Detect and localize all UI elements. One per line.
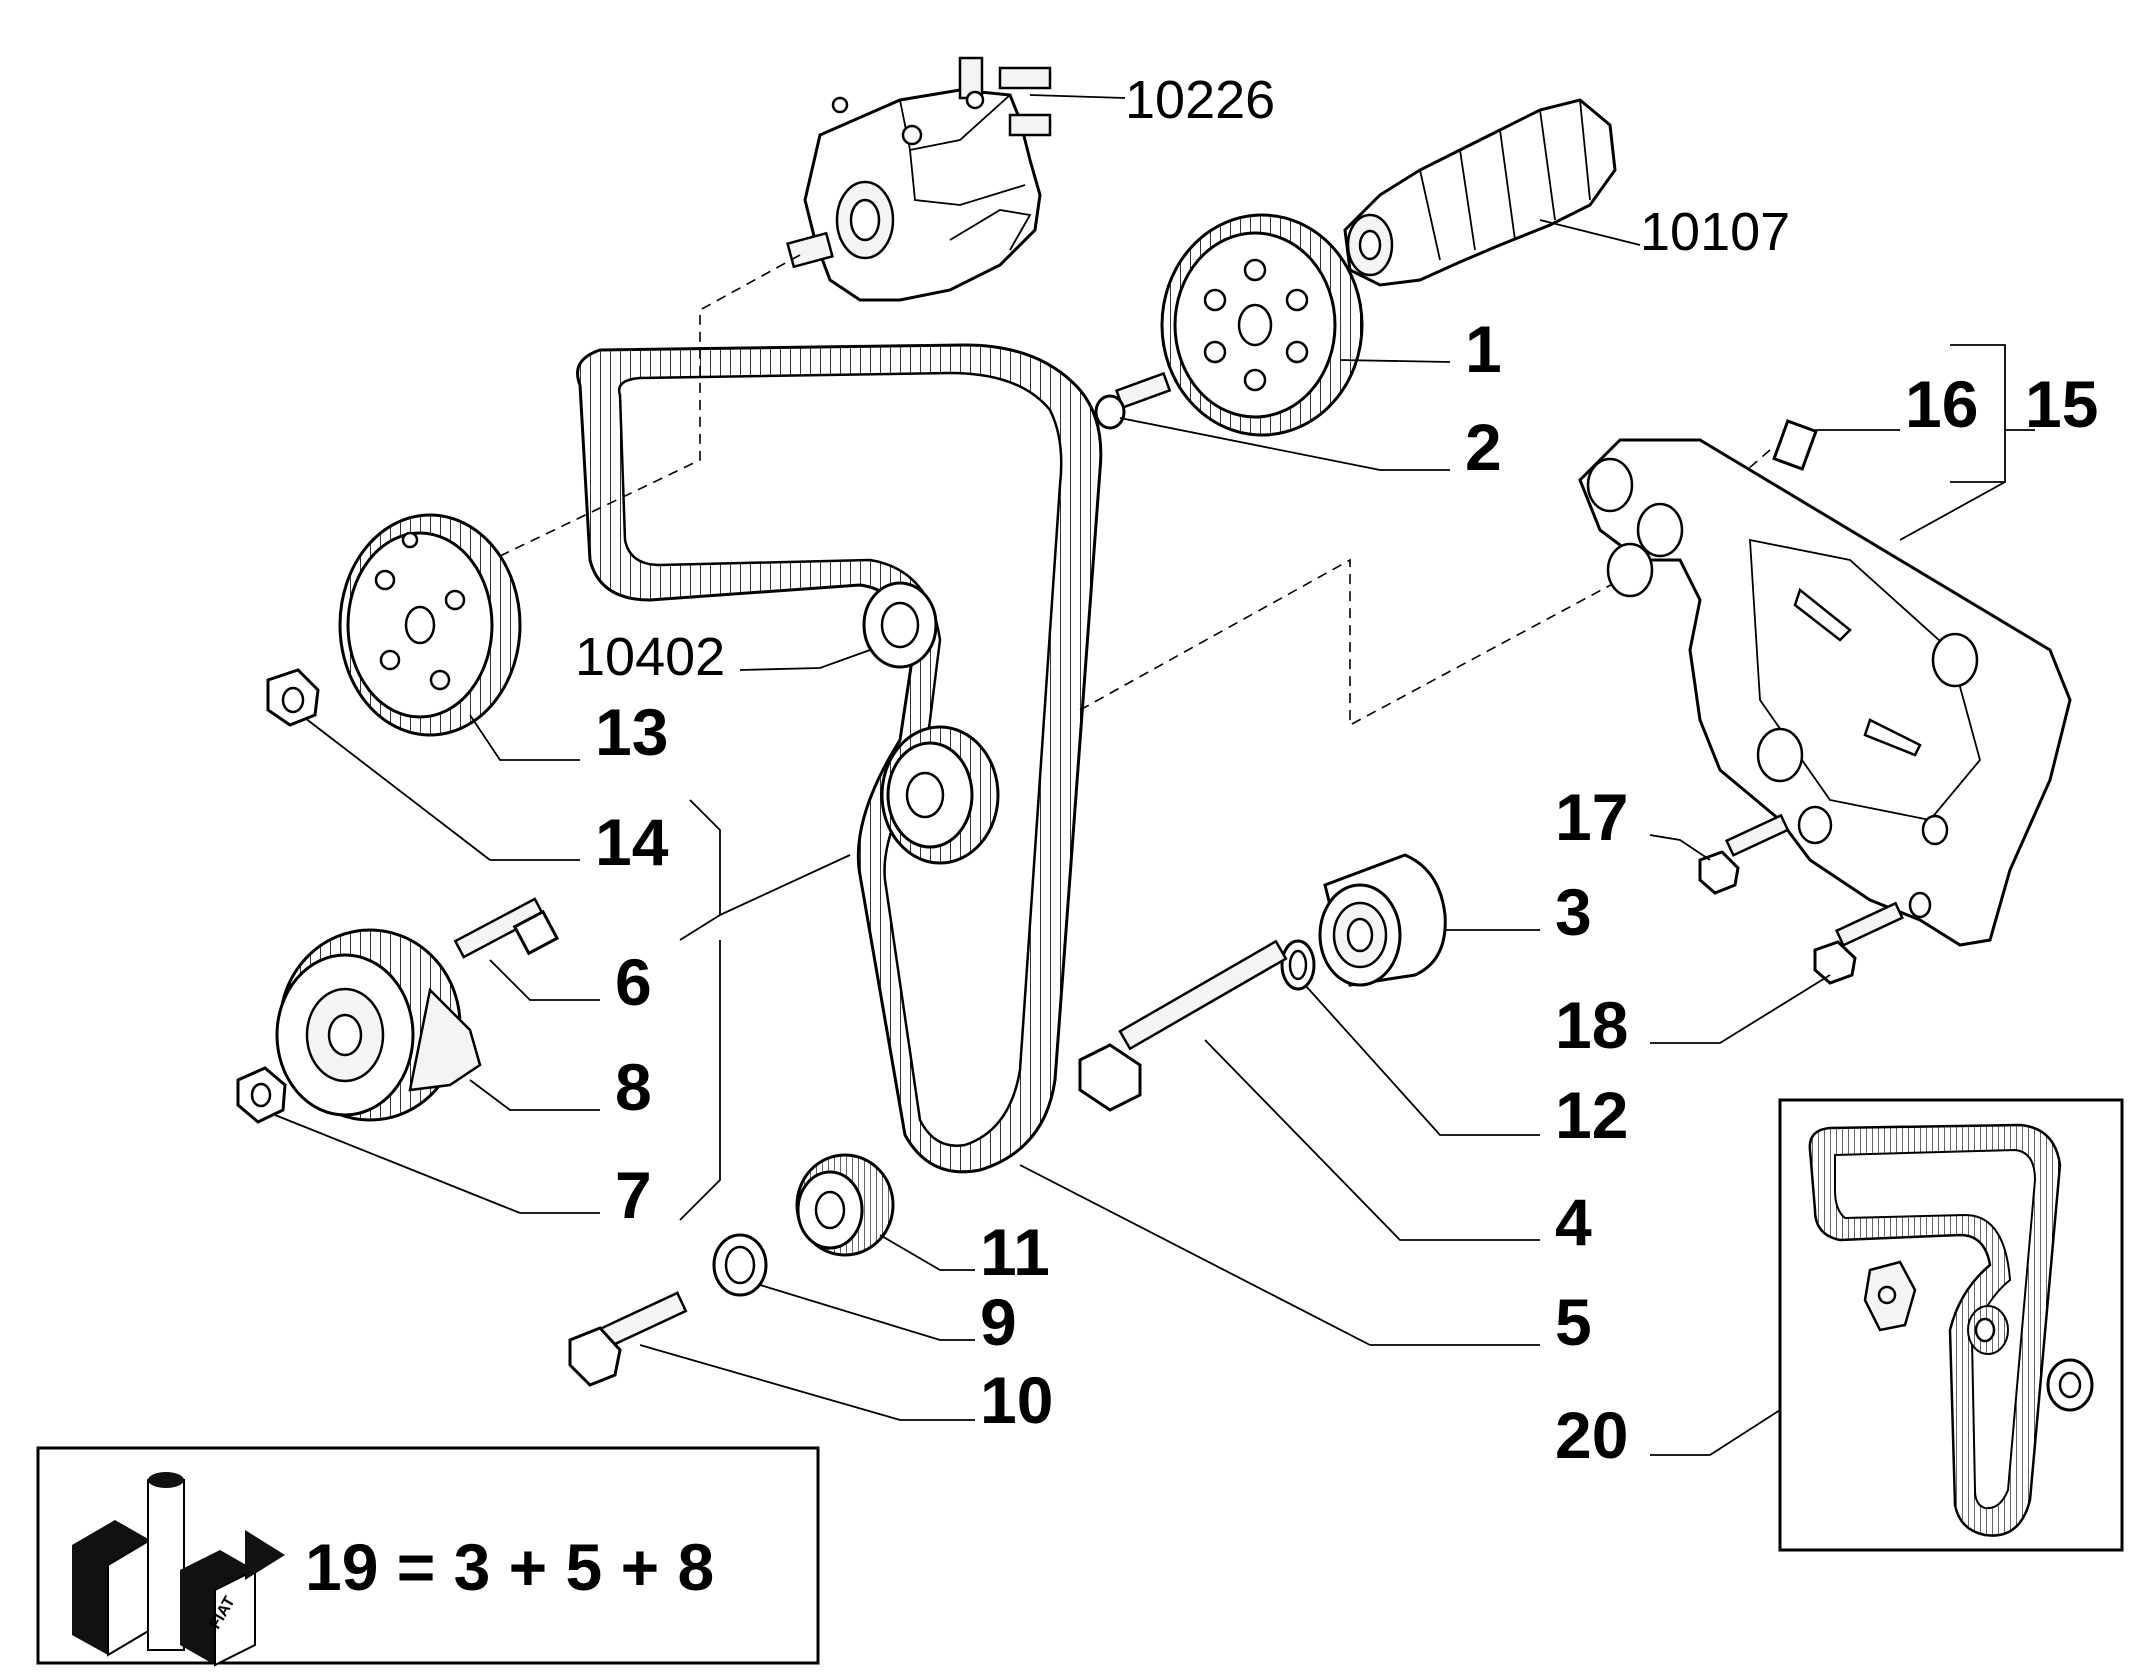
callout-4: 4 xyxy=(1555,1185,1592,1259)
leader-9 xyxy=(759,1284,975,1341)
leader-17 xyxy=(1649,834,1711,861)
alignment-lines xyxy=(449,254,1771,727)
crank-nut xyxy=(266,668,320,727)
callout-15: 15 xyxy=(2025,367,2098,441)
belt-idler-10402 xyxy=(862,581,938,669)
leader-12 xyxy=(1304,984,1540,1136)
idler-bolt xyxy=(568,1291,688,1387)
cover-bolt-17 xyxy=(1698,813,1790,895)
leader-5 xyxy=(1019,1164,1371,1346)
callout-10402: 10402 xyxy=(575,627,725,687)
spacer-washer xyxy=(712,1233,768,1297)
leader-11 xyxy=(879,1234,975,1271)
leader-8 xyxy=(469,1079,600,1111)
crankshaft-pulley xyxy=(338,513,522,737)
leader-6 xyxy=(489,959,600,1001)
callout-18: 18 xyxy=(1555,988,1628,1062)
leader-13 xyxy=(469,714,580,761)
leader-10107 xyxy=(1539,219,1641,246)
callout-16: 16 xyxy=(1905,367,1978,441)
callout-2: 2 xyxy=(1465,410,1502,484)
callout-12: 12 xyxy=(1555,1078,1628,1152)
timing-cover-bracket xyxy=(1578,438,2072,947)
roller-washer xyxy=(1280,939,1316,991)
belt-tensioner xyxy=(880,725,1000,865)
callout-3: 3 xyxy=(1555,875,1592,949)
tensioner-bolt xyxy=(453,897,560,959)
belt-tensioner-assembly xyxy=(275,928,482,1122)
camshaft-pulley xyxy=(1160,213,1364,437)
callout-11: 11 xyxy=(980,1215,1050,1289)
kit-box: FIAT 19 = 3 + 5 + 8 xyxy=(36,1446,820,1667)
leader-15 xyxy=(1899,481,2006,541)
leader-10226 xyxy=(1029,94,1126,99)
callout-9: 9 xyxy=(980,1285,1017,1359)
inset-panel xyxy=(1778,1098,2124,1552)
callout-13: 13 xyxy=(595,695,668,769)
callout-6: 6 xyxy=(615,945,652,1019)
leader-10 xyxy=(639,1344,975,1421)
small-idler-pulley xyxy=(795,1153,895,1257)
leader-10402 xyxy=(739,649,871,671)
kit-logo-icon: FIAT xyxy=(72,1472,285,1667)
callout-10107: 10107 xyxy=(1640,202,1790,262)
kit-formula: 19 = 3 + 5 + 8 xyxy=(305,1530,714,1604)
callout-17: 17 xyxy=(1555,780,1628,854)
leader-1 xyxy=(1339,359,1451,363)
dowel-pin xyxy=(1772,419,1818,471)
callout-20: 20 xyxy=(1555,1398,1628,1472)
pulley-bolt xyxy=(1094,371,1172,430)
leader-2 xyxy=(1119,417,1381,471)
callout-14: 14 xyxy=(595,805,669,879)
callout-10: 10 xyxy=(980,1363,1053,1437)
leader-20 xyxy=(1650,1409,1781,1456)
callout-1: 1 xyxy=(1465,312,1502,386)
idler-roller xyxy=(1318,853,1447,987)
injection-pump xyxy=(786,56,1052,302)
callout-10226: 10226 xyxy=(1125,70,1275,130)
callout-8: 8 xyxy=(615,1050,652,1124)
leader-14 xyxy=(304,717,491,861)
leader-4 xyxy=(1204,1039,1540,1241)
cover-bolt-18 xyxy=(1813,901,1904,985)
roller-bolt xyxy=(1078,939,1288,1112)
camshaft xyxy=(1343,98,1617,287)
leader-7 xyxy=(274,1114,521,1214)
callout-7: 7 xyxy=(615,1158,652,1232)
callout-5: 5 xyxy=(1555,1285,1592,1359)
tensioner-nut xyxy=(236,1066,287,1124)
leader-18 xyxy=(1650,974,1831,1044)
